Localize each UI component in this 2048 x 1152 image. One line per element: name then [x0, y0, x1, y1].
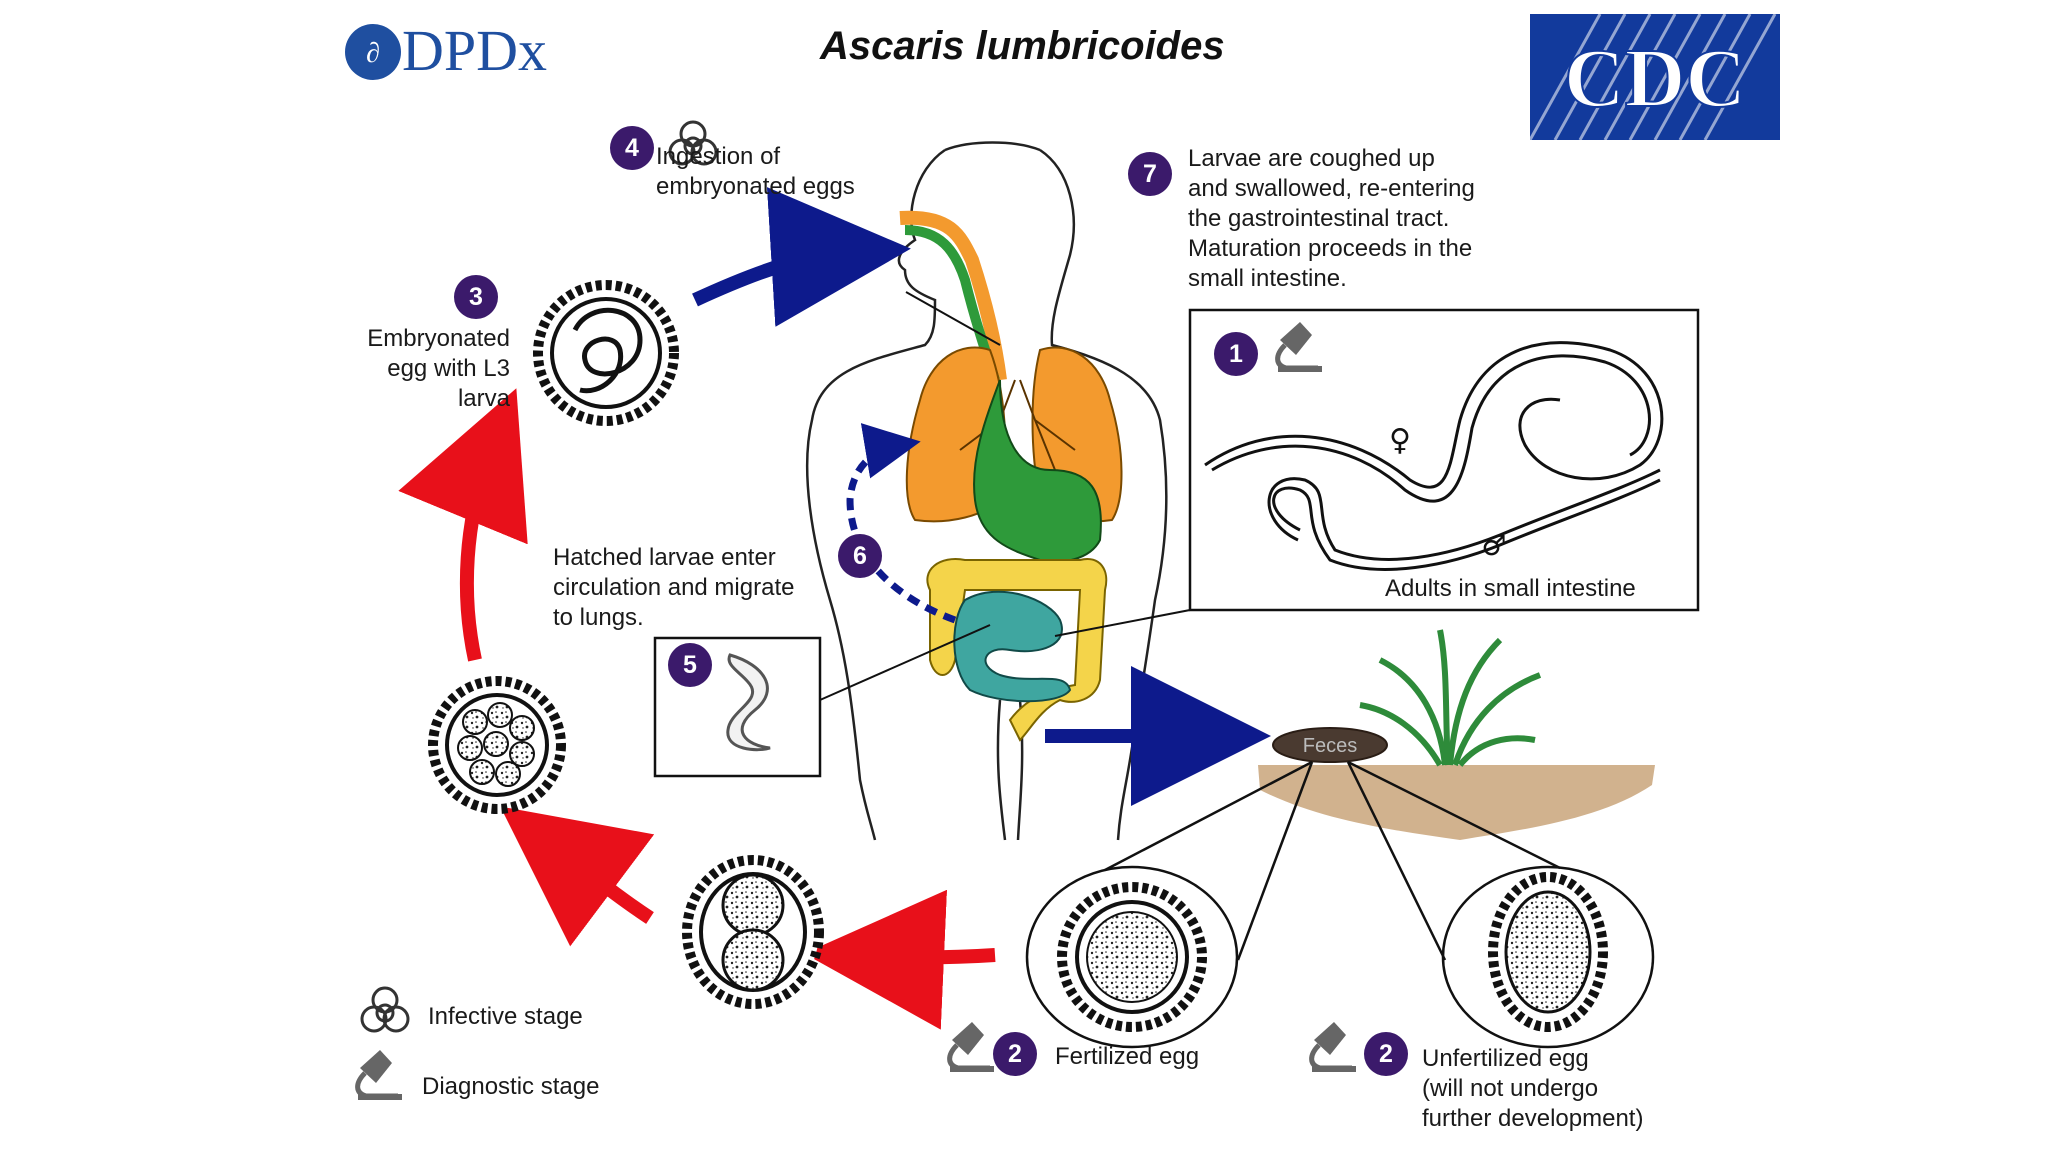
male-symbol: ♂ [1481, 529, 1506, 562]
connector-adults-to-intestine [1054, 609, 1191, 637]
two-cell-egg [682, 855, 824, 1009]
dpdx-logo-text: DPDx [402, 18, 547, 83]
legend-microscope-icon [355, 1050, 402, 1100]
embryonated-egg [533, 280, 679, 426]
cdc-logo-text: CDC [1564, 32, 1746, 125]
step-badge-4: 4 [610, 126, 654, 170]
step-label-4: Ingestion of embryonated eggs [656, 143, 855, 200]
step-badge-6: 6 [838, 534, 882, 578]
arrow-migration [846, 423, 957, 624]
step-label-2-fertilized: Fertilized egg [1055, 1043, 1200, 1070]
adult-worms [1204, 341, 1664, 571]
step-label-7: Larvae are coughed up and swallowed, re-… [1188, 145, 1475, 292]
cdc-logo-stripes [1528, 13, 1777, 141]
step-badge-2-unfertilized: 2 [1364, 1032, 1408, 1076]
legend-biohazard-icon [360, 986, 410, 1033]
plant-icon [1359, 629, 1542, 767]
dpdx-logo: ∂ DPDx [345, 18, 547, 83]
step-badge-1: 1 [1214, 332, 1258, 376]
dpdx-logo-circle [345, 24, 401, 80]
microscope-icon-fertilized [947, 1022, 994, 1072]
step-badge-7: 7 [1128, 152, 1172, 196]
trachea [899, 210, 1007, 381]
female-symbol: ♀ [1389, 423, 1411, 458]
legend-diagnostic-stage: Diagnostic stage [422, 1073, 600, 1100]
larva-icon [726, 653, 771, 752]
arrow-red-egg-to-two-cell [804, 889, 996, 1030]
feces-connector-lines [1104, 760, 1561, 961]
step-badge-3: 3 [454, 275, 498, 319]
adults-box [1188, 308, 1700, 612]
step-label-3: Embryonated egg with L3 larva [367, 325, 510, 412]
feces-label: Feces [1303, 735, 1357, 757]
legend-infective-stage: Infective stage [428, 1003, 583, 1030]
step-label-6: Hatched larvae enter circulation and mig… [553, 544, 795, 631]
step-label-2-unfertilized: Unfertilized egg (will not undergo furth… [1422, 1045, 1644, 1132]
step-badge-5: 5 [668, 643, 712, 687]
arrow-ingestion [692, 187, 911, 327]
biohazard-icon [668, 120, 718, 166]
cdc-logo: CDC [1528, 13, 1780, 141]
feces-pile [1272, 727, 1388, 763]
unfertilized-egg [1441, 865, 1655, 1049]
connector-step5 [819, 624, 991, 701]
dpdx-logo-mark: ∂ [366, 38, 380, 69]
step-badge-2-fertilized: 2 [993, 1032, 1037, 1076]
morula-egg [428, 676, 566, 814]
diagram-title: Ascaris lumbricoides [820, 24, 1225, 68]
microscope-icon [1275, 322, 1322, 372]
microscope-icon-unfertilized [1309, 1022, 1356, 1072]
soil-ground [1258, 765, 1655, 840]
arrow-red-two-cell-to-morula [500, 806, 655, 947]
connector-step7 [905, 291, 1001, 346]
fertilized-egg [1025, 865, 1239, 1049]
arrow-red-morula-to-embryonated [398, 388, 528, 662]
step-label-1: Adults in small intestine [1385, 575, 1636, 602]
small-intestine [953, 590, 1072, 703]
